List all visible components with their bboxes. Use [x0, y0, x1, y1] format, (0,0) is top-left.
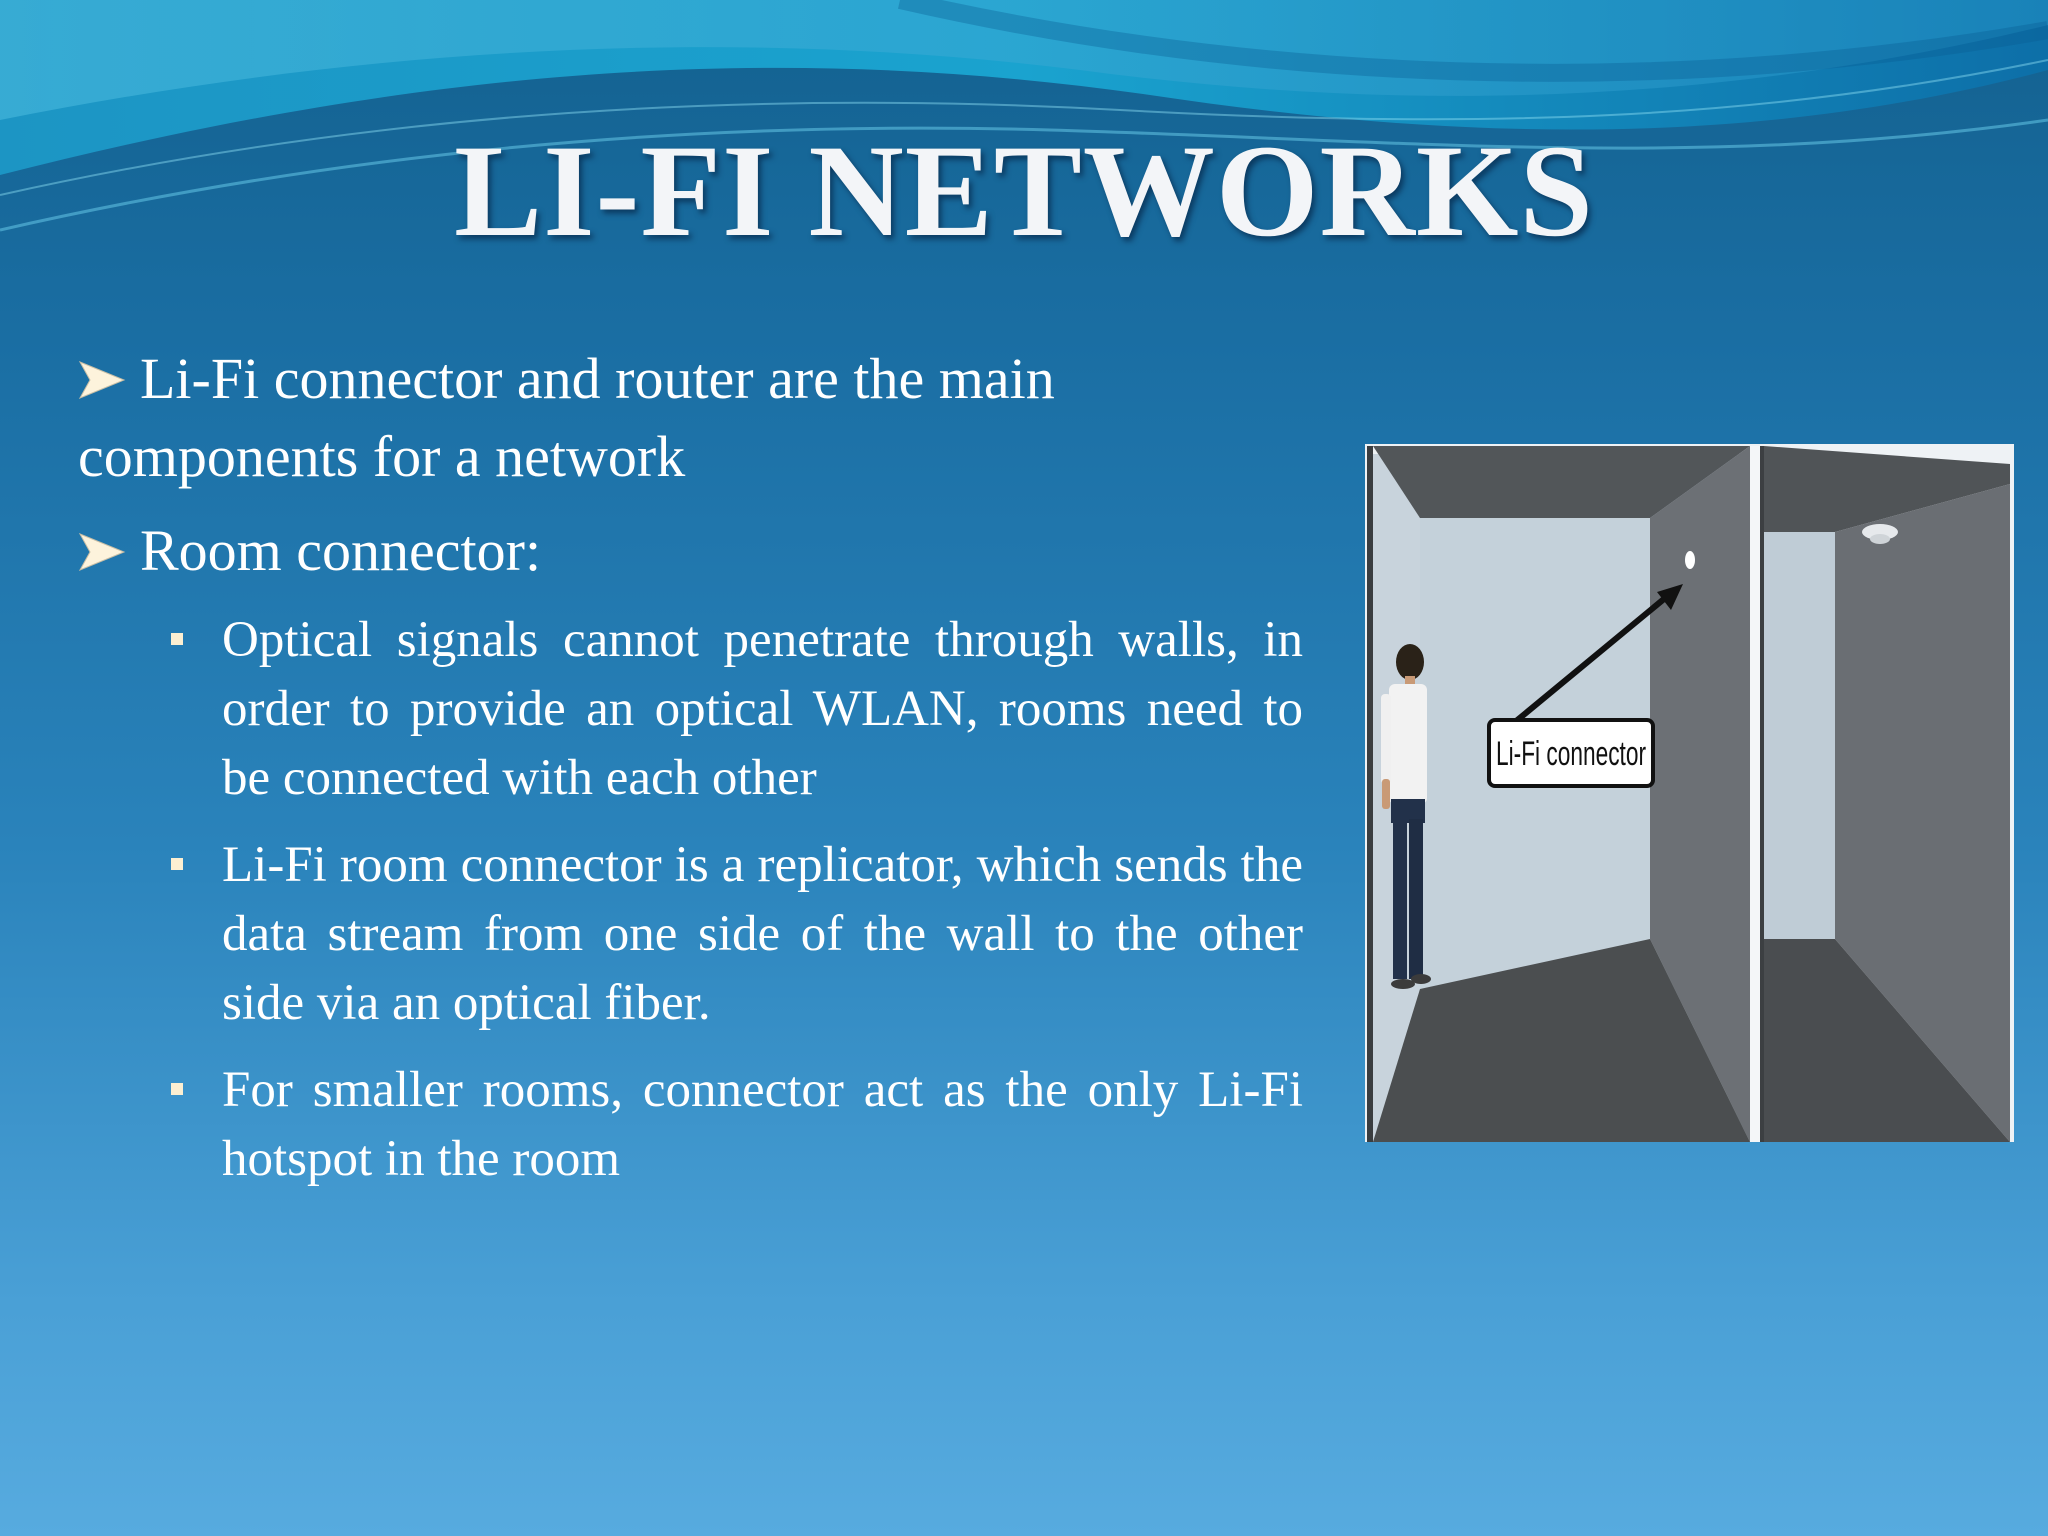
square-bullet-icon: [171, 858, 183, 870]
arrowhead-bullet-icon: [78, 512, 140, 590]
room-connector-illustration: Li-Fi connector: [1365, 444, 2014, 1142]
slide-title: LI-FI NETWORKS: [454, 117, 1594, 264]
sub-bullet-item: Optical signals cannot penetrate through…: [171, 606, 1303, 813]
arrowhead-bullet-icon: [78, 340, 140, 418]
bullet-item-room-connector: Room connector:: [78, 512, 1303, 590]
bullet-list: Li-Fi connector and router are the main …: [78, 340, 1303, 1212]
sub-bullet-text: Optical signals cannot penetrate through…: [222, 612, 1303, 806]
sub-bullet-text: For smaller rooms, connector act as the …: [222, 1062, 1303, 1187]
sub-bullet-list: Optical signals cannot penetrate through…: [78, 606, 1303, 1194]
callout-label-layer: Li-Fi connector: [1496, 735, 1646, 773]
sub-bullet-item: For smaller rooms, connector act as the …: [171, 1056, 1303, 1194]
bullet-item-components: Li-Fi connector and router are the main …: [78, 340, 1303, 496]
square-bullet-icon: [171, 1083, 183, 1095]
bullet-text: Room connector:: [140, 518, 542, 583]
bullet-text: Li-Fi connector and router are the main …: [78, 346, 1055, 489]
sub-bullet-text: Li-Fi room connector is a replicator, wh…: [222, 837, 1303, 1031]
header-wave-decoration: [0, 0, 2048, 232]
room-diagram: [1367, 446, 2010, 1142]
sub-bullet-item: Li-Fi room connector is a replicator, wh…: [171, 831, 1303, 1038]
callout-label: Li-Fi connector: [1496, 735, 1646, 773]
square-bullet-icon: [171, 633, 183, 645]
